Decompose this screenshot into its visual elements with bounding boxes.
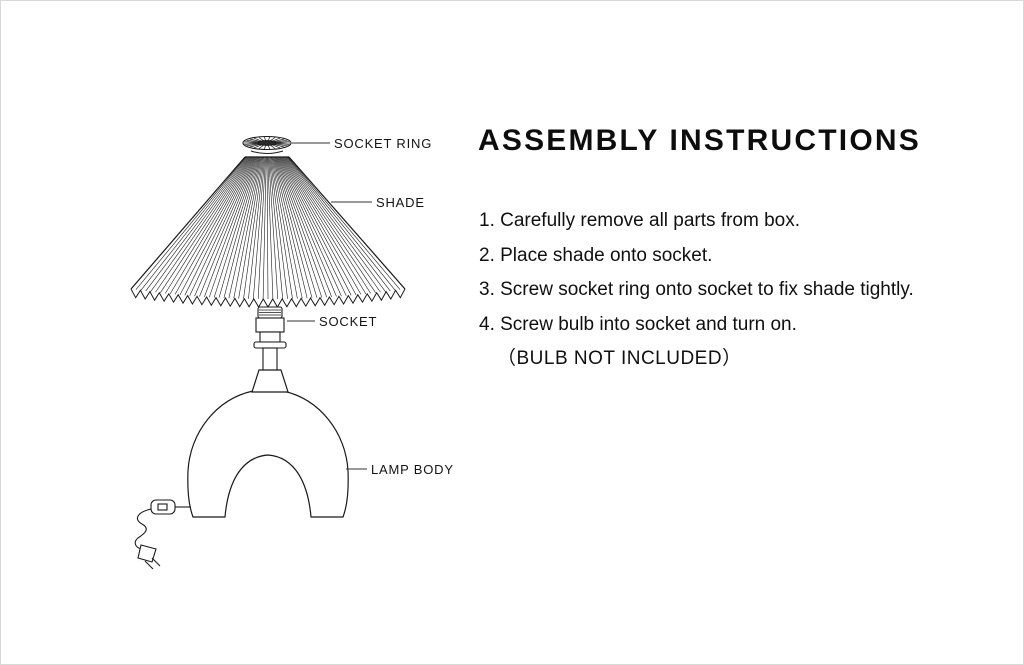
power-cord-graphic	[134, 499, 191, 570]
bulb-note: （BULB NOT INCLUDED）	[497, 348, 742, 369]
shade-graphic	[130, 156, 406, 290]
socket-graphic	[253, 306, 287, 372]
step-1: 1. Carefully remove all parts from box.	[479, 210, 801, 231]
lamp-body-label: LAMP BODY	[371, 462, 454, 477]
socket-ring-graphic	[242, 135, 292, 154]
shade-pleats	[130, 156, 406, 300]
leader-lines	[287, 142, 372, 470]
socket-ring-label: SOCKET RING	[334, 136, 432, 151]
socket-label: SOCKET	[319, 314, 377, 329]
instruction-steps: 1. Carefully remove all parts from box. …	[479, 204, 914, 377]
lamp-diagram: SOCKET RING SHADE SOCKET LAMP BODY	[130, 135, 454, 570]
step-2: 2. Place shade onto socket.	[479, 244, 713, 266]
page-title: ASSEMBLY INSTRUCTIONS	[478, 124, 921, 157]
step-4: 4. Screw bulb into socket and turn on.	[479, 313, 797, 335]
step-3: 3. Screw socket ring onto socket to fix …	[479, 279, 914, 300]
lamp-body-graphic	[187, 369, 349, 518]
shade-label: SHADE	[376, 195, 425, 210]
